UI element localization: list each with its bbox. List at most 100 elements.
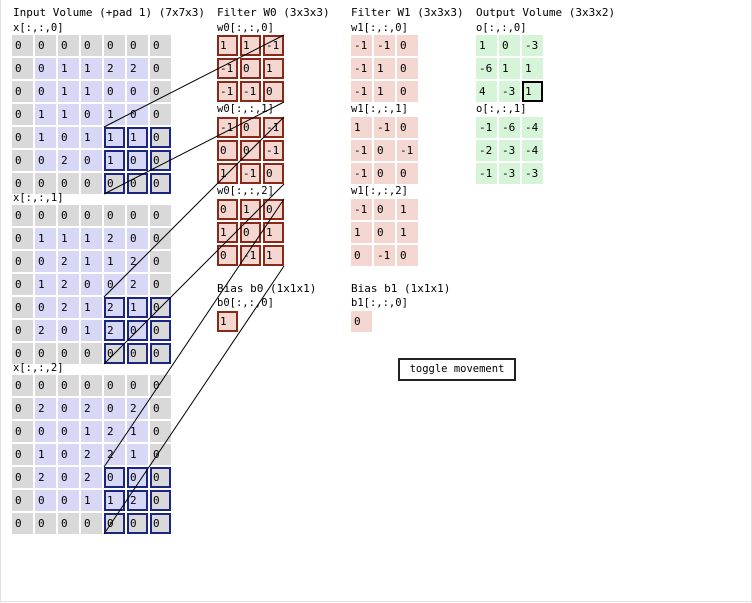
- input-slice-2-cell: 0: [58, 490, 79, 511]
- input-slice-2-cell: 0: [150, 490, 171, 511]
- input-slice-2-cell: 2: [127, 490, 148, 511]
- input-slice-0-cell: 0: [127, 81, 148, 102]
- input-slice-0-cell: 0: [81, 35, 102, 56]
- input-slice-1-cell: 0: [58, 343, 79, 364]
- input-slice-0-cell: 1: [81, 127, 102, 148]
- input-slice-0-cell: 1: [58, 81, 79, 102]
- filter-w0-slice-2-cell: 1: [217, 222, 238, 243]
- input-slice-2-cell: 2: [81, 398, 102, 419]
- filter-w1-slice-1-cell: 1: [351, 117, 372, 138]
- input-slice-1-cell: 0: [150, 228, 171, 249]
- input-slice-0-cell: 0: [150, 104, 171, 125]
- input-slice-2-cell: 2: [127, 398, 148, 419]
- output-slice-label-1: o[:,:,1]: [476, 103, 527, 115]
- input-slice-1-cell: 0: [12, 274, 33, 295]
- input-slice-0-cell: 0: [127, 150, 148, 171]
- input-slice-1-cell: 2: [127, 251, 148, 272]
- filter-w0-slice-1-cell: -1: [263, 117, 284, 138]
- input-slice-1-cell: 0: [58, 205, 79, 226]
- bias-b1-title: Bias b1 (1x1x1): [351, 282, 451, 295]
- input-slice-2-cell: 0: [12, 444, 33, 465]
- input-slice-1-cell: 1: [58, 228, 79, 249]
- filter-w0-slice-0-cell: -1: [217, 81, 238, 102]
- bias-b1-grid: 0: [351, 311, 372, 332]
- filter-w0-slice-1-cell: -1: [240, 163, 261, 184]
- input-slice-0-cell: 1: [35, 127, 56, 148]
- input-slice-1-cell: 0: [81, 274, 102, 295]
- input-slice-2-cell: 2: [104, 421, 125, 442]
- input-slice-0-cell: 1: [81, 81, 102, 102]
- input-slice-1-cell: 0: [81, 205, 102, 226]
- input-slice-0-cell: 0: [104, 81, 125, 102]
- input-slice-label-2: x[:,:,2]: [13, 362, 64, 374]
- filter-w1-slice-2-cell: -1: [351, 199, 372, 220]
- input-slice-2-cell: 0: [150, 467, 171, 488]
- input-slice-2-cell: 0: [58, 375, 79, 396]
- filter-w1-slice-0-cell: -1: [374, 35, 395, 56]
- input-slice-2-cell: 0: [104, 398, 125, 419]
- input-slice-2-cell: 1: [81, 421, 102, 442]
- filter-w0-slice-2-cell: 0: [263, 199, 284, 220]
- input-slice-1-cell: 0: [35, 343, 56, 364]
- input-slice-2-cell: 0: [150, 444, 171, 465]
- input-slice-2-cell: 2: [81, 467, 102, 488]
- filter-w0-slice-0-cell: -1: [217, 58, 238, 79]
- input-slice-1-cell: 2: [104, 228, 125, 249]
- input-slice-0-cell: 0: [127, 35, 148, 56]
- filter-w0-slice-1-cell: 0: [240, 140, 261, 161]
- input-slice-1-cell: 0: [12, 320, 33, 341]
- filter-w0-slice-1-cell: 0: [240, 117, 261, 138]
- input-slice-1-cell: 0: [81, 343, 102, 364]
- input-slice-2-cell: 0: [58, 467, 79, 488]
- input-slice-2-cell: 0: [58, 513, 79, 534]
- output-slice-1-cell: -1: [476, 163, 497, 184]
- input-slice-1-cell: 0: [12, 343, 33, 364]
- input-slice-2-cell: 1: [81, 490, 102, 511]
- filter-w0-slice-2-cell: 0: [217, 199, 238, 220]
- filter-w0-slice-1-cell: 0: [217, 140, 238, 161]
- input-slice-2-cell: 0: [58, 444, 79, 465]
- input-volume-title: Input Volume (+pad 1) (7x7x3): [13, 6, 206, 19]
- input-slice-1-cell: 0: [150, 320, 171, 341]
- filter-w1-title: Filter W1 (3x3x3): [351, 6, 464, 19]
- input-slice-1-cell: 0: [127, 205, 148, 226]
- input-slice-2-cell: 2: [104, 444, 125, 465]
- input-slice-0-cell: 0: [35, 173, 56, 194]
- filter-w0-slice-1-cell: -1: [217, 117, 238, 138]
- filter-w0-slice-0-cell: 1: [240, 35, 261, 56]
- input-slice-0-cell: 0: [150, 150, 171, 171]
- input-slice-1-cell: 2: [58, 251, 79, 272]
- input-slice-0-cell: 0: [58, 35, 79, 56]
- output-slice-1: -1-6-4-2-3-4-1-3-3: [476, 117, 543, 184]
- input-slice-0-cell: 1: [58, 58, 79, 79]
- input-slice-2-cell: 0: [35, 421, 56, 442]
- toggle-movement-button[interactable]: toggle movement: [398, 358, 516, 381]
- input-slice-0-cell: 0: [150, 127, 171, 148]
- filter-w0-slice-1-cell: 0: [263, 163, 284, 184]
- input-slice-1-cell: 1: [81, 320, 102, 341]
- input-slice-0-cell: 0: [12, 35, 33, 56]
- output-slice-label-0: o[:,:,0]: [476, 22, 527, 34]
- input-slice-2-cell: 0: [12, 467, 33, 488]
- input-slice-2-cell: 0: [35, 490, 56, 511]
- input-slice-1-cell: 0: [58, 320, 79, 341]
- output-slice-1-cell: -2: [476, 140, 497, 161]
- input-slice-2-cell: 2: [81, 444, 102, 465]
- filter-w1-slice-1-cell: 0: [374, 163, 395, 184]
- filter-w1-slice-label-1: w1[:,:,1]: [351, 103, 408, 115]
- input-slice-0-cell: 1: [104, 127, 125, 148]
- input-slice-1-cell: 0: [12, 205, 33, 226]
- filter-w1-slice-1-cell: 0: [397, 117, 418, 138]
- output-slice-0-cell: 0: [499, 35, 520, 56]
- input-slice-1-cell: 1: [35, 228, 56, 249]
- input-slice-2-cell: 0: [58, 398, 79, 419]
- input-slice-1-cell: 0: [35, 297, 56, 318]
- input-slice-2-cell: 0: [12, 398, 33, 419]
- input-slice-2-cell: 0: [12, 421, 33, 442]
